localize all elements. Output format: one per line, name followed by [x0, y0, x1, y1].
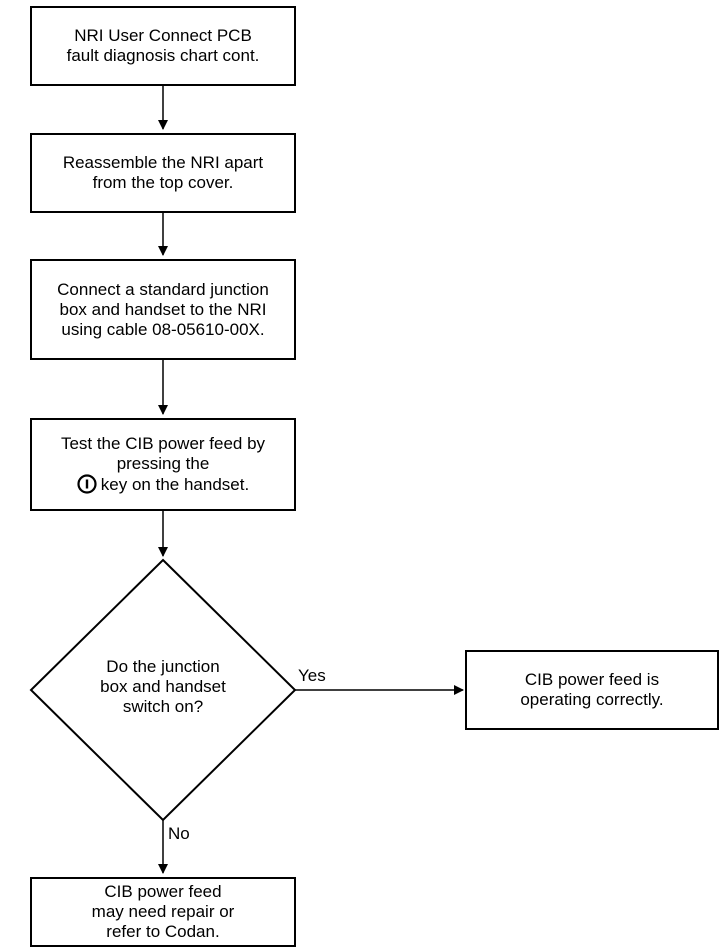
start-box: NRI User Connect PCB fault diagnosis cha…: [30, 6, 296, 86]
test-box: Test the CIB power feed by pressing the …: [30, 418, 296, 511]
decision-line-1: Do the junction: [106, 657, 220, 676]
reassemble-line-1: Reassemble the NRI apart: [62, 153, 264, 172]
connect-box: Connect a standard junction box and hand…: [30, 259, 296, 360]
no-label: No: [168, 824, 190, 843]
test-line-3: key on the handset.: [100, 475, 250, 494]
yes-label: Yes: [298, 666, 326, 685]
no-result-line-3: refer to Codan.: [106, 922, 220, 941]
yes-result-box: CIB power feed is operating correctly.: [465, 650, 719, 730]
test-line-1: Test the CIB power feed by: [60, 434, 266, 453]
test-line-2: pressing the: [116, 454, 210, 473]
start-line-2: fault diagnosis chart cont.: [66, 46, 260, 65]
decision-line-3: switch on?: [122, 697, 204, 716]
test-line-3-row: key on the handset.: [77, 474, 249, 495]
connect-line-3: using cable 08-05610-00X.: [61, 319, 265, 339]
yes-result-line-2: operating correctly.: [520, 690, 664, 709]
decision-text: Do the junction box and handset switch o…: [63, 657, 263, 717]
power-key-icon: [77, 474, 97, 494]
no-result-box: CIB power feed may need repair or refer …: [30, 877, 296, 947]
decision-line-2: box and handset: [100, 677, 226, 696]
reassemble-box: Reassemble the NRI apart from the top co…: [30, 133, 296, 213]
connect-line-1: Connect a standard junction: [57, 279, 269, 299]
reassemble-line-2: from the top cover.: [92, 173, 234, 192]
start-line-1: NRI User Connect PCB: [74, 26, 252, 45]
no-result-line-1: CIB power feed: [104, 882, 222, 901]
no-result-line-2: may need repair or: [91, 902, 235, 921]
connect-line-2: box and handset to the NRI: [59, 299, 267, 319]
yes-result-line-1: CIB power feed is: [524, 670, 660, 689]
